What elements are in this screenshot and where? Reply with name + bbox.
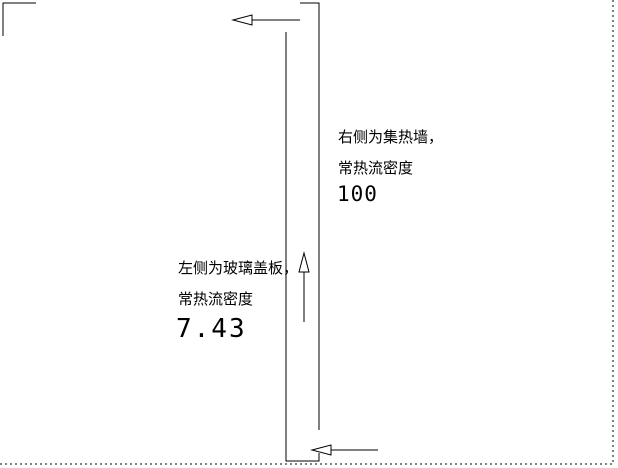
right-side-description: 右侧为集热墙， bbox=[338, 128, 444, 146]
right-side-heat-flux-value: 100 bbox=[337, 182, 378, 206]
corner-mark bbox=[2, 2, 36, 36]
left-side-heat-flux-label: 常热流密度 bbox=[178, 290, 254, 308]
outlet-arrow-head bbox=[231, 14, 253, 26]
inlet-arrow-head bbox=[310, 444, 332, 456]
left-side-description: 左侧为玻璃盖板， bbox=[178, 259, 299, 277]
channel-outer-wall bbox=[300, 2, 320, 430]
left-side-heat-flux-value: 7.43 bbox=[176, 314, 247, 344]
right-side-heat-flux-label: 常热流密度 bbox=[338, 159, 414, 177]
channel-inner-wall bbox=[285, 32, 320, 462]
upflow-arrow-head bbox=[298, 251, 310, 273]
